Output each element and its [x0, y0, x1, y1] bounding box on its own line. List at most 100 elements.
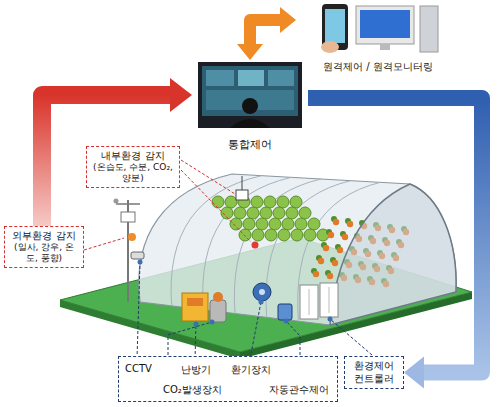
screen-panel: [206, 70, 234, 86]
plant-fruit: [332, 260, 338, 266]
monitor-frame: [198, 62, 302, 128]
cabbage: [295, 218, 307, 230]
leader-dot: [194, 322, 199, 327]
sensor-wire: [242, 176, 243, 190]
sensor-light: [128, 233, 136, 241]
leader-dot: [328, 317, 333, 322]
leader-lines: [84, 160, 372, 380]
cabbage: [256, 218, 268, 230]
arrow-head: [280, 7, 296, 33]
cabinet-door: [329, 287, 330, 313]
equipment-label: 환기장치: [231, 363, 271, 377]
arrow-shaft: [250, 20, 281, 45]
cabbage: [278, 229, 290, 241]
cabbage: [277, 196, 289, 208]
pc-stand: [380, 44, 390, 50]
remote-devices: [321, 4, 438, 53]
cabbage: [212, 196, 224, 208]
plant-fruit: [342, 234, 348, 240]
cabbage: [282, 218, 294, 230]
fan-hub: [259, 289, 265, 295]
remote-control-node: 원격제어 / 원격모니터링: [296, 2, 460, 74]
monitor-screen: [202, 66, 298, 116]
node-label: 원격제어 / 원격모니터링: [323, 60, 433, 74]
leader-line: [137, 262, 140, 359]
flow-arrow: [42, 78, 192, 226]
operator-body: [230, 119, 270, 128]
arrow-head: [170, 78, 192, 112]
greenhouse: [139, 174, 456, 325]
weather-sensor: [121, 212, 135, 222]
cabbage: [290, 196, 302, 208]
pc-monitor: [356, 6, 414, 44]
arrow-head: [404, 357, 424, 389]
cabbage: [260, 207, 272, 219]
greenhouse-cover: [139, 174, 456, 325]
equipment-label: 난방기: [181, 363, 211, 377]
cabbage: [234, 207, 246, 219]
equipment: [182, 283, 338, 322]
leader-dot: [210, 320, 215, 325]
cabbage: [251, 196, 263, 208]
equipment-label: 자동관수제어: [269, 383, 329, 397]
phone-screen: [325, 9, 345, 43]
screen-panel: [238, 70, 264, 86]
cabbage: [265, 229, 277, 241]
equipment-label-group: CCTV난방기CO₂발생장치환기장치자동관수제어: [118, 356, 338, 402]
leader-line: [250, 302, 261, 359]
arrow-shaft: [308, 98, 482, 373]
callout-heading: 외부환경 감지: [9, 230, 79, 242]
plant-fruit: [323, 245, 329, 251]
ventilation-fan: [253, 283, 271, 301]
cabbage: [247, 207, 259, 219]
callout-body: (온습도, 수분, CO₂, 양분): [91, 162, 175, 185]
irrigation-unit: [278, 304, 292, 320]
plant-fruit: [327, 273, 333, 279]
greenhouse-rib: [171, 176, 262, 306]
cabbage: [286, 207, 298, 219]
flow-arrow: [237, 7, 296, 60]
flow-arrow: [308, 98, 482, 389]
cabbage: [273, 207, 285, 219]
hanging-sensor: [236, 190, 248, 200]
heater-panel: [187, 298, 203, 306]
cabbage: [230, 218, 242, 230]
cabbage: [308, 218, 320, 230]
plant-fruit: [347, 221, 353, 227]
plant-fruit: [313, 271, 319, 277]
cabbage: [225, 196, 237, 208]
greenhouse-end-frame: [330, 184, 456, 325]
heater: [182, 293, 208, 321]
cabbage: [243, 218, 255, 230]
cabbage: [304, 229, 316, 241]
integrated-control-node: 통합제어: [192, 60, 308, 152]
controller-label-box: 환경제어 컨트롤러: [344, 356, 404, 389]
leader-line: [181, 160, 235, 194]
leader-line: [181, 170, 251, 242]
controller-cabinet: [300, 285, 318, 319]
plant-fruit: [328, 232, 334, 238]
callout-body: (일사, 강우, 온도, 풍향): [9, 242, 79, 265]
cabbage: [299, 207, 311, 219]
leader-line: [195, 324, 196, 359]
equipment-label: CO₂발생장치: [163, 383, 222, 397]
pc-screen: [360, 10, 410, 38]
plant-fruit: [318, 258, 324, 264]
cabbage: [252, 229, 264, 241]
leader-dot: [284, 319, 289, 324]
leader-dot: [138, 260, 143, 265]
controller-cabinet: [320, 283, 338, 317]
pole-arm: [116, 203, 140, 205]
anemometer: [114, 199, 119, 204]
cabbage: [291, 229, 303, 241]
arrow-head: [237, 44, 263, 60]
leader-line: [330, 319, 372, 355]
sensor-dot: [252, 242, 259, 249]
sensor-callout-box: 내부환경 감지(온습도, 수분, CO₂, 양분): [86, 146, 180, 188]
cabbage: [264, 196, 276, 208]
screen-panel: [268, 70, 294, 86]
leader-dot: [259, 300, 264, 305]
cctv-camera: [131, 252, 144, 259]
